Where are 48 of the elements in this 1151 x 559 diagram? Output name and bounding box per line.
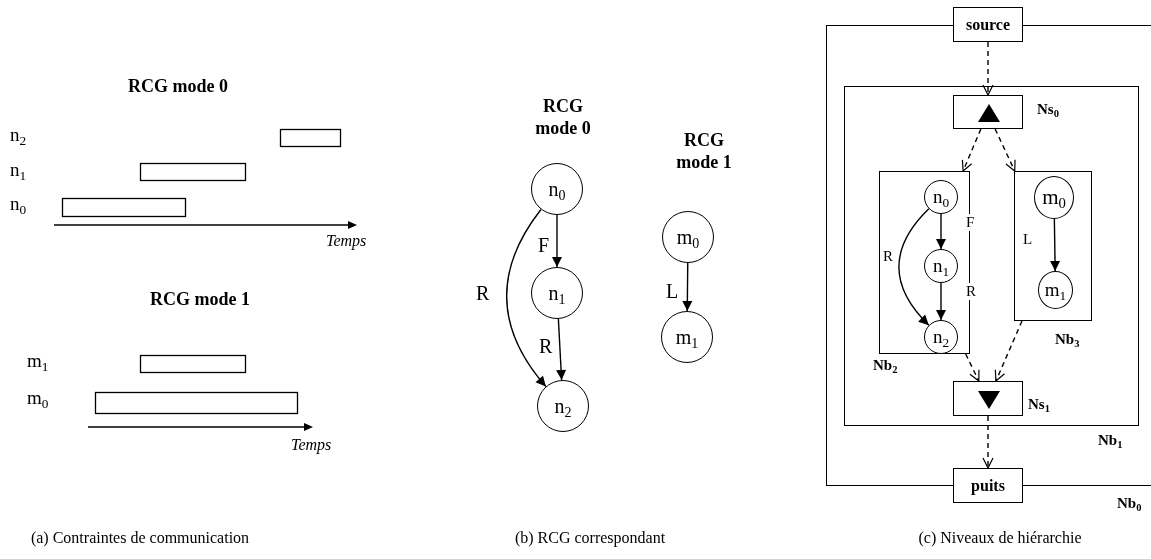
- block-label: Nb$_{0}$: [1117, 495, 1142, 512]
- circle-node: n$_{2}$: [924, 320, 958, 354]
- arrow: [506, 208, 547, 388]
- arrow: [552, 214, 562, 268]
- edge-label: R: [966, 283, 976, 300]
- arrow: [961, 128, 982, 172]
- circle-node: n$_{1}$: [531, 267, 583, 319]
- edge-label: F: [966, 214, 975, 231]
- circle-node: m$_{1}$: [1038, 271, 1073, 309]
- arrow: [682, 262, 693, 312]
- circle-node: n$_{0}$: [924, 180, 958, 214]
- arrow: [556, 318, 567, 381]
- circle-node: m$_{1}$: [661, 311, 713, 363]
- block-label: Ns$_{1}$: [1028, 396, 1050, 413]
- block-label: Ns$_{0}$: [1037, 101, 1059, 118]
- arrow: [982, 415, 994, 469]
- arrow: [994, 128, 1016, 172]
- process-box: puits: [953, 468, 1023, 503]
- row-label: n$_{2}$: [10, 124, 27, 146]
- arrow: [898, 208, 930, 326]
- circle-node: n$_{1}$: [924, 249, 958, 283]
- circle-node: m$_{0}$: [662, 211, 714, 263]
- block-label: Nb$_{1}$: [1098, 432, 1123, 449]
- arrow: [936, 282, 946, 321]
- row-label: n$_{0}$: [10, 193, 27, 215]
- axis-label: Temps: [291, 436, 332, 454]
- circle-node: n$_{2}$: [537, 380, 589, 432]
- panel-title: RCG mode 0: [534, 96, 592, 140]
- figure-caption: (b) RCG correspondant: [513, 529, 667, 547]
- block-label: Nb$_{3}$: [1055, 331, 1080, 348]
- arrow: [1050, 218, 1061, 272]
- circle-node: n$_{0}$: [531, 163, 583, 215]
- process-box: source: [953, 7, 1023, 42]
- arrow: [936, 213, 946, 250]
- row-label: m$_{1}$: [27, 350, 49, 372]
- arrow: [994, 320, 1023, 382]
- figure-caption: (c) Niveaux de hiérarchie: [917, 529, 1083, 547]
- block-label: Nb$_{2}$: [873, 357, 898, 374]
- arrow: [965, 353, 980, 382]
- row-label: m$_{0}$: [27, 387, 49, 409]
- panel-title: RCG mode 0: [127, 76, 229, 98]
- panel-title: RCG mode 1: [675, 130, 733, 174]
- arrow: [982, 41, 994, 96]
- figure-caption: (a) Contraintes de communication: [29, 529, 251, 547]
- axis-label: Temps: [326, 232, 367, 250]
- panel-title: RCG mode 1: [149, 289, 251, 311]
- row-label: n$_{1}$: [10, 159, 27, 181]
- circle-node: m$_{0}$: [1034, 176, 1074, 219]
